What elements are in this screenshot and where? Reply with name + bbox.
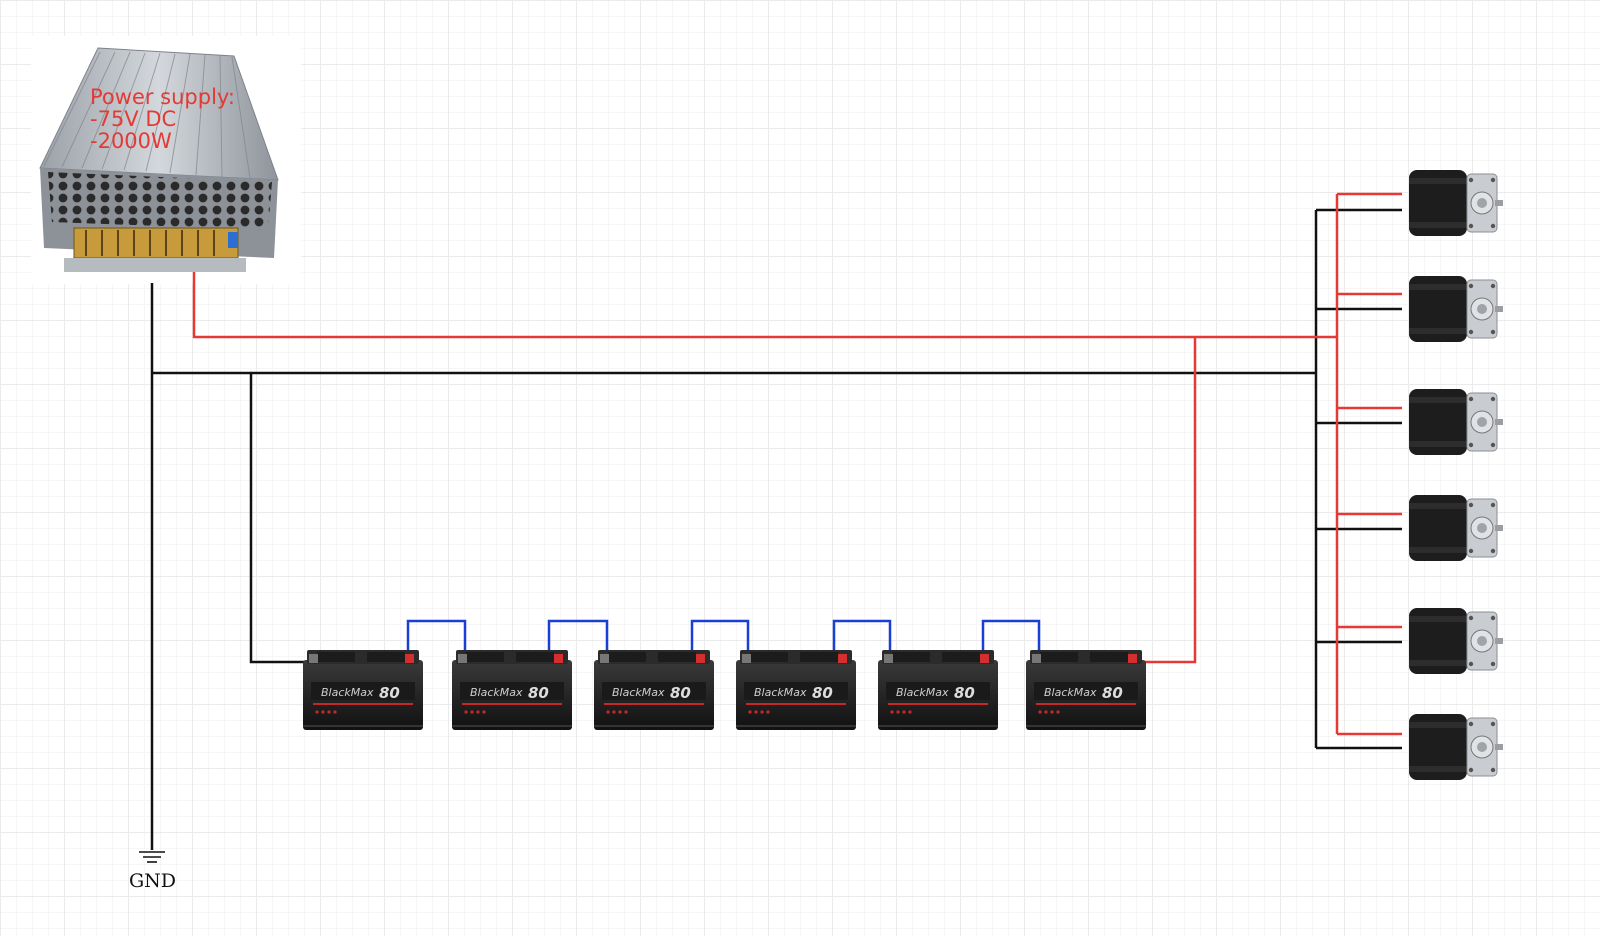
wiring (150, 192, 1402, 850)
car-battery-icon (302, 649, 424, 731)
stepper-motor-icon (1408, 494, 1504, 562)
power-supply-label: Power supply: -75V DC -2000W (90, 86, 235, 152)
negative-wires (150, 208, 1402, 850)
stepper-motor-icon (1408, 169, 1504, 237)
battery-bank (302, 649, 1147, 731)
stepper-motor-icon (1408, 713, 1504, 781)
car-battery-icon (451, 649, 573, 731)
stepper-motor-icon (1408, 275, 1504, 343)
car-battery-icon (877, 649, 999, 731)
motor-column (1408, 169, 1504, 781)
power-supply-label-line-2: -75V DC (90, 107, 177, 131)
power-supply-label-line-3: -2000W (90, 129, 172, 153)
stepper-motor-icon (1408, 388, 1504, 456)
stepper-motor-icon (1408, 607, 1504, 675)
ground-label: GND (129, 870, 177, 892)
car-battery-icon (1025, 649, 1147, 731)
ground-symbol-icon (139, 851, 165, 863)
positive-wires (192, 192, 1402, 736)
car-battery-icon (735, 649, 857, 731)
power-supply-icon (31, 36, 301, 284)
car-battery-icon (593, 649, 715, 731)
series-links (406, 619, 1041, 662)
power-supply-label-line-1: Power supply: (90, 85, 235, 109)
